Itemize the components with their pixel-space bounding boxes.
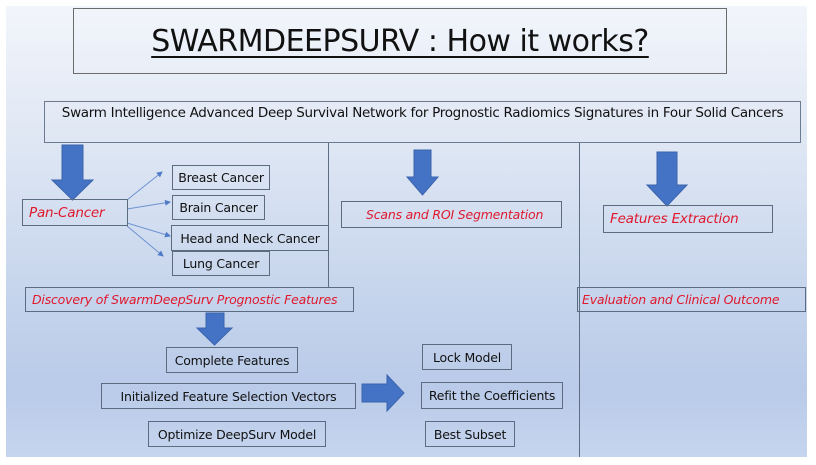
down-arrow-shape — [645, 151, 689, 207]
cancer-item-lung: Lung Cancer — [172, 251, 270, 276]
features-extraction-box: Features Extraction — [603, 205, 773, 233]
step-lock-model: Lock Model — [422, 344, 512, 370]
down-arrow-shape — [405, 149, 440, 196]
evaluation-outcome-box: Evaluation and Clinical Outcome — [577, 287, 806, 312]
step-best-subset: Best Subset — [425, 421, 515, 447]
down-arrow-shape — [50, 144, 95, 201]
cancer-item-brain: Brain Cancer — [172, 195, 265, 220]
connector-brain — [126, 199, 171, 210]
down-arrow-icon — [405, 149, 440, 196]
down-arrow-shape — [195, 312, 234, 346]
step-complete-features: Complete Features — [166, 347, 298, 373]
pan-cancer-box: Pan-Cancer — [22, 199, 128, 226]
connector-lung — [126, 225, 164, 257]
down-arrow-icon — [195, 312, 234, 346]
step-refit-coefficients: Refit the Coefficients — [421, 382, 563, 409]
scans-segmentation-box: Scans and ROI Segmentation — [341, 201, 562, 228]
step-optimize-deepsurv: Optimize DeepSurv Model — [148, 421, 326, 447]
connector-headneck — [126, 222, 171, 238]
cancer-item-head-neck: Head and Neck Cancer — [171, 225, 329, 251]
down-arrow-icon — [50, 144, 95, 201]
cancer-item-breast: Breast Cancer — [172, 165, 270, 190]
subtitle-box: Swarm Intelligence Advanced Deep Surviva… — [44, 101, 801, 143]
title-box: SWARMDEEPSURV : How it works? — [73, 8, 727, 74]
divider-right — [579, 143, 580, 457]
divider-left — [328, 143, 329, 287]
connector-breast — [126, 171, 163, 201]
step-initialized-vectors: Initialized Feature Selection Vectors — [101, 383, 356, 409]
slide-background — [6, 6, 807, 457]
discovery-box: Discovery of SwarmDeepSurv Prognostic Fe… — [25, 287, 354, 312]
down-arrow-icon — [645, 151, 689, 207]
right-arrow-icon — [361, 373, 405, 413]
right-arrow-shape — [361, 373, 405, 413]
page-title: SWARMDEEPSURV : How it works? — [151, 23, 649, 59]
